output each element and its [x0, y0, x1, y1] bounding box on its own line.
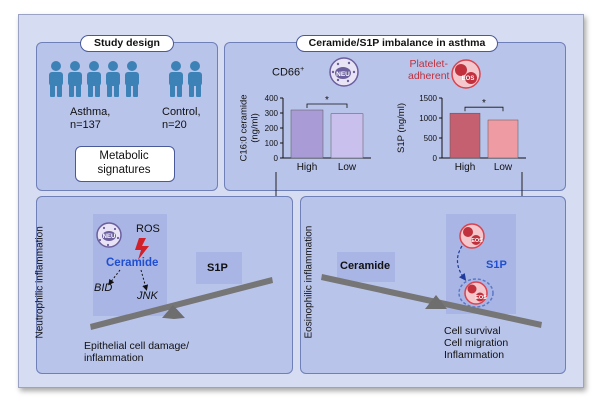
eosinophil-top-icon: EOS: [459, 223, 485, 249]
neutrophil-icon: NEU: [96, 222, 122, 248]
s1p-category-label: Low: [494, 162, 513, 173]
s1p-significance-star: *: [482, 98, 486, 109]
eosinophilic-outcome: Cell survival Cell migration Inflammatio…: [444, 325, 509, 361]
s1p-significance-bracket: [464, 106, 504, 112]
ceramide-y-axis-label: C16:0 ceramide(ng/ml): [239, 94, 261, 161]
s1p-tick-label: 1500: [419, 94, 437, 103]
eosinophilic-s1p-label: S1P: [486, 259, 507, 271]
ceramide-tick-label: 200: [265, 124, 279, 133]
s1p-tick-label: 0: [433, 154, 438, 163]
neutrophilic-outcome: Epithelial cell damage/ inflammation: [84, 340, 190, 364]
imbalance-panel: [224, 42, 566, 191]
platelet-adherent-label: Platelet- adherent: [408, 58, 450, 82]
ceramide-tick-label: 0: [274, 154, 279, 163]
ceramide-tick-label: 400: [265, 94, 279, 103]
asthma-group-label: Asthma, n=137: [70, 106, 111, 131]
ceramide-to-jnk-arrow: [140, 269, 149, 291]
ceramide-bar-low: [330, 113, 364, 159]
jnk-label: JNK: [137, 290, 158, 302]
bid-label: BID: [94, 282, 113, 294]
ceramide-bar-high: [290, 109, 324, 159]
eosinophilic-fulcrum: [425, 295, 447, 309]
eosinophilic-ceramide-label: Ceramide: [340, 260, 391, 272]
neutrophil-icon-label: NEU: [103, 234, 116, 240]
ros-bolt-icon: [135, 238, 149, 260]
eosinophil-cell-icon: EOS: [451, 59, 481, 89]
ceramide-significance-star: *: [325, 95, 329, 106]
neutrophilic-s1p-label: S1P: [207, 262, 228, 274]
ros-label: ROS: [136, 223, 160, 235]
eosinophil-top-label: EOS: [471, 238, 483, 244]
ceramide-to-bid-arrow: [108, 269, 121, 286]
neutrophilic-seesaw-beam: [90, 277, 273, 330]
eosinophilic-left-block: [337, 252, 395, 282]
s1p-y-axis-label: S1P (ng/ml): [396, 103, 407, 153]
eosinophil-bottom-label: EOS: [475, 295, 487, 301]
ceramide-category-label: Low: [338, 162, 357, 173]
s1p-tick-label: 1000: [419, 114, 437, 123]
neutrophilic-right-block: [196, 252, 242, 284]
neutrophil-cell-label: NEU: [336, 71, 350, 78]
ceramide-significance-bracket: [306, 103, 348, 108]
control-group-label: Control, n=20: [162, 106, 201, 131]
neutrophil-cell-icon: NEU: [329, 57, 359, 87]
neutrophilic-ceramide-label: Ceramide: [106, 257, 159, 269]
neutrophilic-fulcrum: [164, 318, 184, 319]
cd66-label: CD66+: [272, 66, 305, 79]
metabolic-signatures-box: [75, 146, 175, 182]
ceramide-tick-label: 100: [265, 139, 279, 148]
s1p-category-label: High: [455, 162, 476, 173]
ceramide-tick-label: 300: [265, 109, 279, 118]
s1p-bar-low: [487, 119, 519, 159]
s1p-tick-label: 500: [424, 134, 438, 143]
s1p-curved-arrow: [456, 245, 467, 281]
eosinophil-cell-label: EOS: [462, 76, 475, 82]
imbalance-title: Ceramide/S1P imbalance in asthma: [296, 35, 498, 52]
metabolic-signatures-label: Metabolic signatures: [97, 150, 151, 176]
neutrophilic-fulcrum-base: [162, 305, 185, 318]
eosinophil-bottom-icon: EOS: [458, 278, 494, 308]
s1p-bar-high: [449, 112, 481, 159]
ceramide-category-label: High: [297, 162, 318, 173]
study-design-title: Study design: [80, 35, 174, 52]
